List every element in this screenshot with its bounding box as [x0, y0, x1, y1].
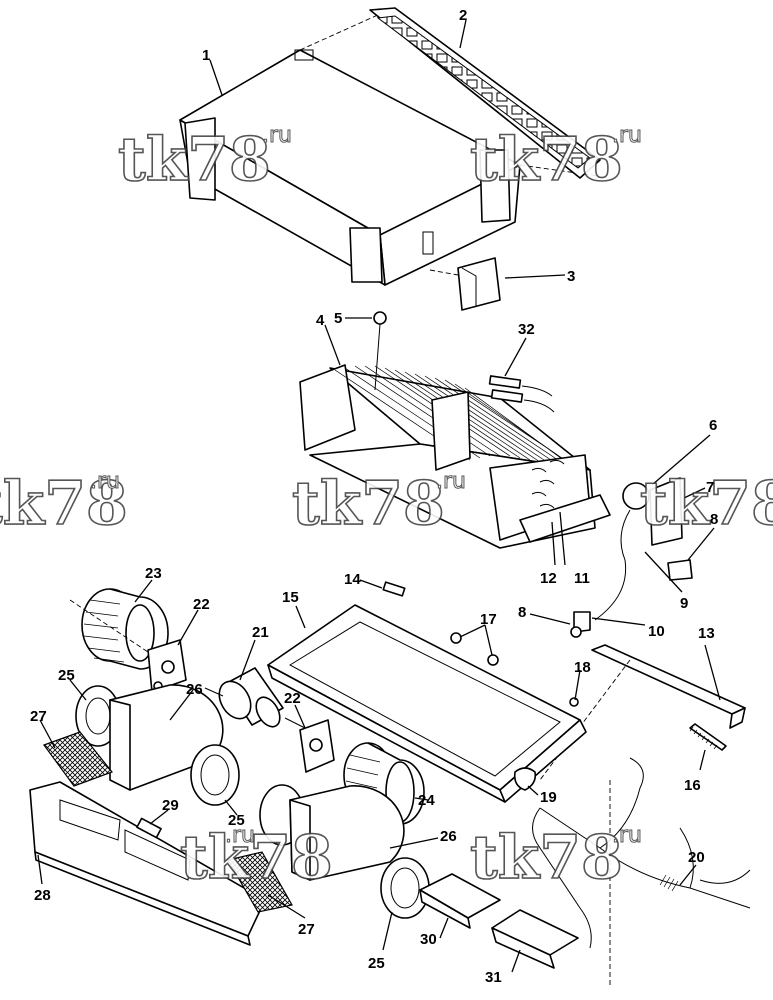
motor-bracket-left	[147, 639, 187, 693]
callout-9: 9	[680, 595, 688, 612]
callout-14: 14	[344, 571, 361, 588]
callout-2: 2	[459, 7, 467, 24]
callout-3: 3	[567, 268, 575, 285]
callout-11: 11	[574, 570, 590, 587]
svg-text:tk78: tk78	[292, 469, 445, 539]
svg-text:tk78: tk78	[470, 125, 623, 195]
callout-25: 25	[228, 812, 245, 829]
callout-18: 18	[574, 659, 591, 676]
callout-6: 6	[709, 417, 717, 434]
filter-screen-right	[227, 851, 293, 913]
callout-26: 26	[186, 681, 203, 698]
blower-scroll-right	[259, 784, 430, 919]
callout-23: 23	[145, 565, 162, 582]
watermark: tk78 .ru	[0, 468, 129, 540]
callout-27: 27	[298, 921, 315, 938]
terminal-strip	[689, 723, 727, 751]
grille-panel	[369, 7, 601, 179]
callout-17: 17	[480, 611, 497, 628]
evaporator-coil	[299, 364, 611, 549]
callout-22: 22	[193, 596, 210, 613]
callout-10: 10	[648, 623, 665, 640]
front-panel	[29, 781, 266, 946]
callout-5: 5	[334, 310, 342, 327]
callout-15: 15	[282, 589, 299, 606]
svg-text:tk78: tk78	[118, 125, 271, 195]
mounting-rail	[539, 644, 746, 781]
callout-32: 32	[518, 321, 535, 338]
callout-19: 19	[540, 789, 557, 806]
motor-bracket-right	[299, 719, 335, 773]
callout-22: 22	[284, 690, 301, 707]
callout-27: 27	[30, 708, 47, 725]
tubes-32	[488, 375, 555, 413]
leader-lines	[37, 19, 721, 973]
callout-25: 25	[58, 667, 75, 684]
watermark: tk78	[639, 468, 773, 540]
callout-12: 12	[540, 570, 557, 587]
callout-1: 1	[202, 47, 210, 64]
bracket-3	[429, 257, 501, 311]
callout-16: 16	[684, 777, 701, 794]
watermark: tk78 .ru	[469, 123, 642, 196]
watermark: tk78 .ru	[469, 822, 642, 894]
valve-5	[373, 311, 387, 391]
callout-31: 31	[485, 969, 502, 986]
callouts: 1 2 3 4 5 6 7 8 8 9 10 11 12 13 14 15 16…	[30, 7, 718, 986]
drain-pan	[267, 581, 587, 803]
callout-13: 13	[698, 625, 715, 642]
thermostat-assembly	[570, 477, 693, 638]
callout-7: 7	[706, 479, 714, 496]
callout-8: 8	[710, 511, 718, 528]
svg-text:.ru: .ru	[262, 123, 292, 148]
svg-text:.ru: .ru	[612, 123, 642, 148]
svg-text:.ru: .ru	[90, 469, 120, 494]
svg-text:.ru: .ru	[612, 823, 642, 848]
callout-28: 28	[34, 887, 51, 904]
blower-scroll-left	[75, 684, 240, 806]
svg-text:.ru: .ru	[225, 823, 255, 848]
svg-text:tk78: tk78	[0, 469, 128, 539]
svg-text:tk78: tk78	[470, 823, 623, 893]
callout-25: 25	[368, 955, 385, 972]
base-brackets	[419, 873, 579, 969]
coil-tube-ends	[531, 459, 565, 509]
filter-screen-left	[43, 731, 113, 787]
watermarks: tk78 .ru tk78 .ru tk78 .ru tk78 .ru tk78…	[0, 123, 773, 894]
callout-26: 26	[440, 828, 457, 845]
callout-20: 20	[688, 849, 705, 866]
callout-21: 21	[252, 624, 269, 641]
callout-29: 29	[162, 797, 179, 814]
callout-30: 30	[420, 931, 437, 948]
svg-text:.ru: .ru	[436, 469, 466, 494]
svg-text:tk78: tk78	[180, 823, 333, 893]
watermark: tk78 .ru	[179, 822, 333, 894]
watermark: tk78 .ru	[117, 123, 292, 196]
callout-4: 4	[316, 312, 325, 329]
watermark: tk78 .ru	[291, 468, 466, 540]
svg-text:tk78: tk78	[640, 469, 773, 539]
callout-24: 24	[418, 792, 435, 809]
callout-8: 8	[518, 604, 526, 621]
blower-motor	[204, 667, 306, 729]
top-cover-housing	[179, 13, 599, 286]
wiring-harness	[532, 757, 751, 985]
